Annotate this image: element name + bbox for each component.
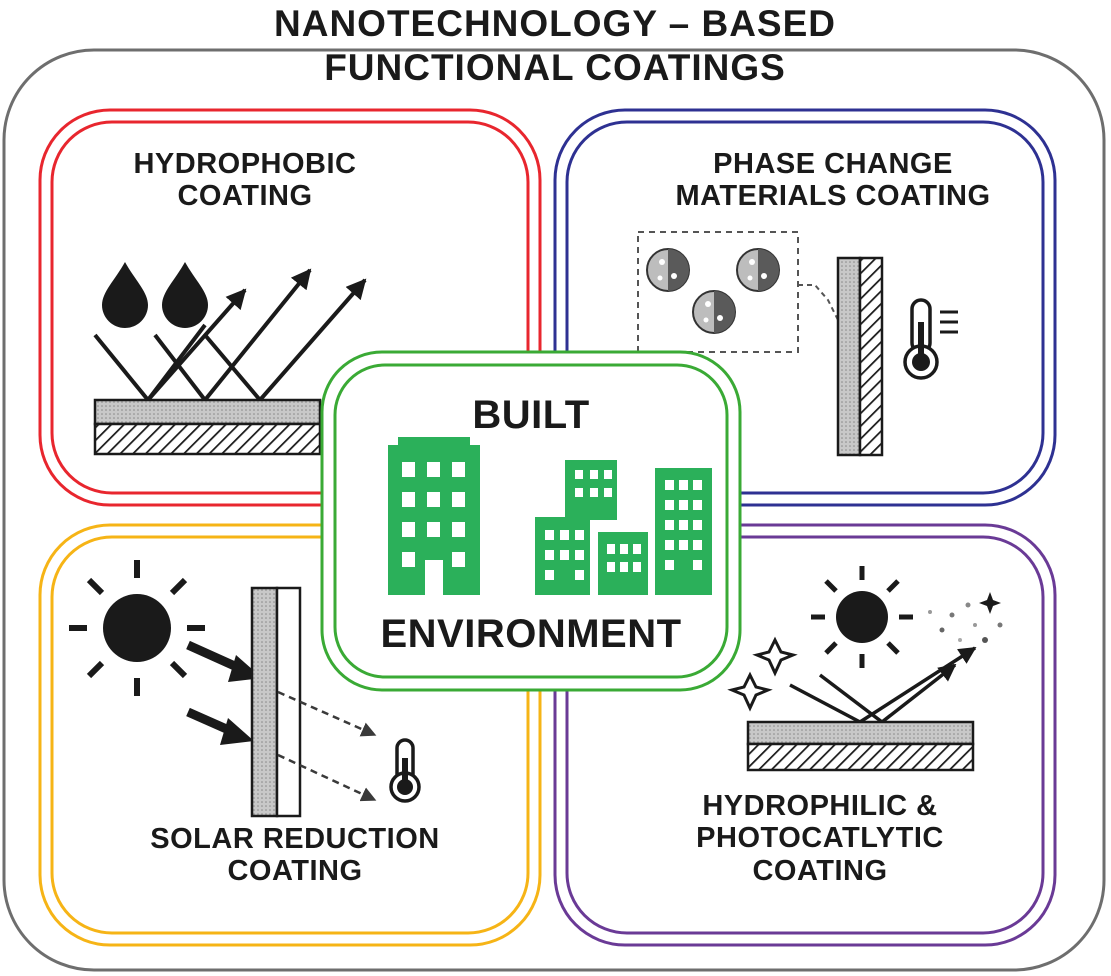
solar-reduction-label-line-2: COATING bbox=[227, 855, 363, 888]
hydrophobic-label-line-2: COATING bbox=[177, 180, 313, 213]
title-line-2: FUNCTIONAL COATINGS bbox=[324, 47, 786, 89]
arrow-icon bbox=[789, 646, 977, 724]
photocatalytic-panel bbox=[553, 523, 1057, 947]
coating-layer-icon bbox=[250, 586, 302, 818]
water-drop-icon bbox=[102, 262, 208, 328]
hydrophobic-label: HYDROPHOBIC COATING bbox=[95, 148, 395, 213]
arrow-icon bbox=[277, 690, 377, 802]
solar-reduction-panel bbox=[38, 523, 542, 947]
particle-icon bbox=[637, 231, 839, 353]
thermometer-icon bbox=[903, 298, 958, 380]
arrow-icon bbox=[93, 268, 367, 402]
photocatalytic-label-line-2: PHOTOCATLYTIC bbox=[696, 822, 944, 855]
built-environment-panel bbox=[320, 350, 742, 692]
coating-layer-icon bbox=[746, 720, 975, 772]
solar-reduction-label: SOLAR REDUCTION COATING bbox=[110, 823, 480, 888]
photocatalytic-label-line-1: HYDROPHILIC & bbox=[702, 790, 938, 822]
building-icon bbox=[388, 437, 712, 595]
diagram-title: NANOTECHNOLOGY – BASED FUNCTIONAL COATIN… bbox=[155, 2, 955, 91]
built-label: BUILT bbox=[472, 393, 590, 437]
phase-change-label-line-1: PHASE CHANGE bbox=[713, 148, 953, 180]
hydrophobic-label-line-1: HYDROPHOBIC bbox=[133, 148, 357, 180]
coating-layer-icon bbox=[836, 256, 884, 457]
outer-frame bbox=[2, 48, 1106, 972]
sparkle-icon bbox=[928, 592, 1003, 643]
photocatalytic-label-line-3: COATING bbox=[752, 854, 888, 887]
photocatalytic-label: HYDROPHILIC & PHOTOCATLYTIC COATING bbox=[660, 790, 980, 887]
phase-change-panel bbox=[553, 108, 1057, 507]
sun-icon bbox=[811, 566, 913, 668]
arrow-icon bbox=[186, 640, 262, 745]
phase-change-label-line-2: MATERIALS COATING bbox=[675, 180, 991, 213]
coating-layer-icon bbox=[93, 398, 322, 456]
solar-reduction-label-line-1: SOLAR REDUCTION bbox=[150, 823, 440, 855]
sun-icon bbox=[69, 560, 205, 696]
thermometer-icon bbox=[389, 738, 421, 803]
hydrophobic-panel bbox=[38, 108, 542, 507]
environment-label: ENVIRONMENT bbox=[380, 612, 682, 656]
title-line-1: NANOTECHNOLOGY – BASED bbox=[274, 3, 836, 44]
phase-change-label: PHASE CHANGE MATERIALS COATING bbox=[648, 148, 1018, 213]
sparkle-icon bbox=[727, 636, 798, 712]
